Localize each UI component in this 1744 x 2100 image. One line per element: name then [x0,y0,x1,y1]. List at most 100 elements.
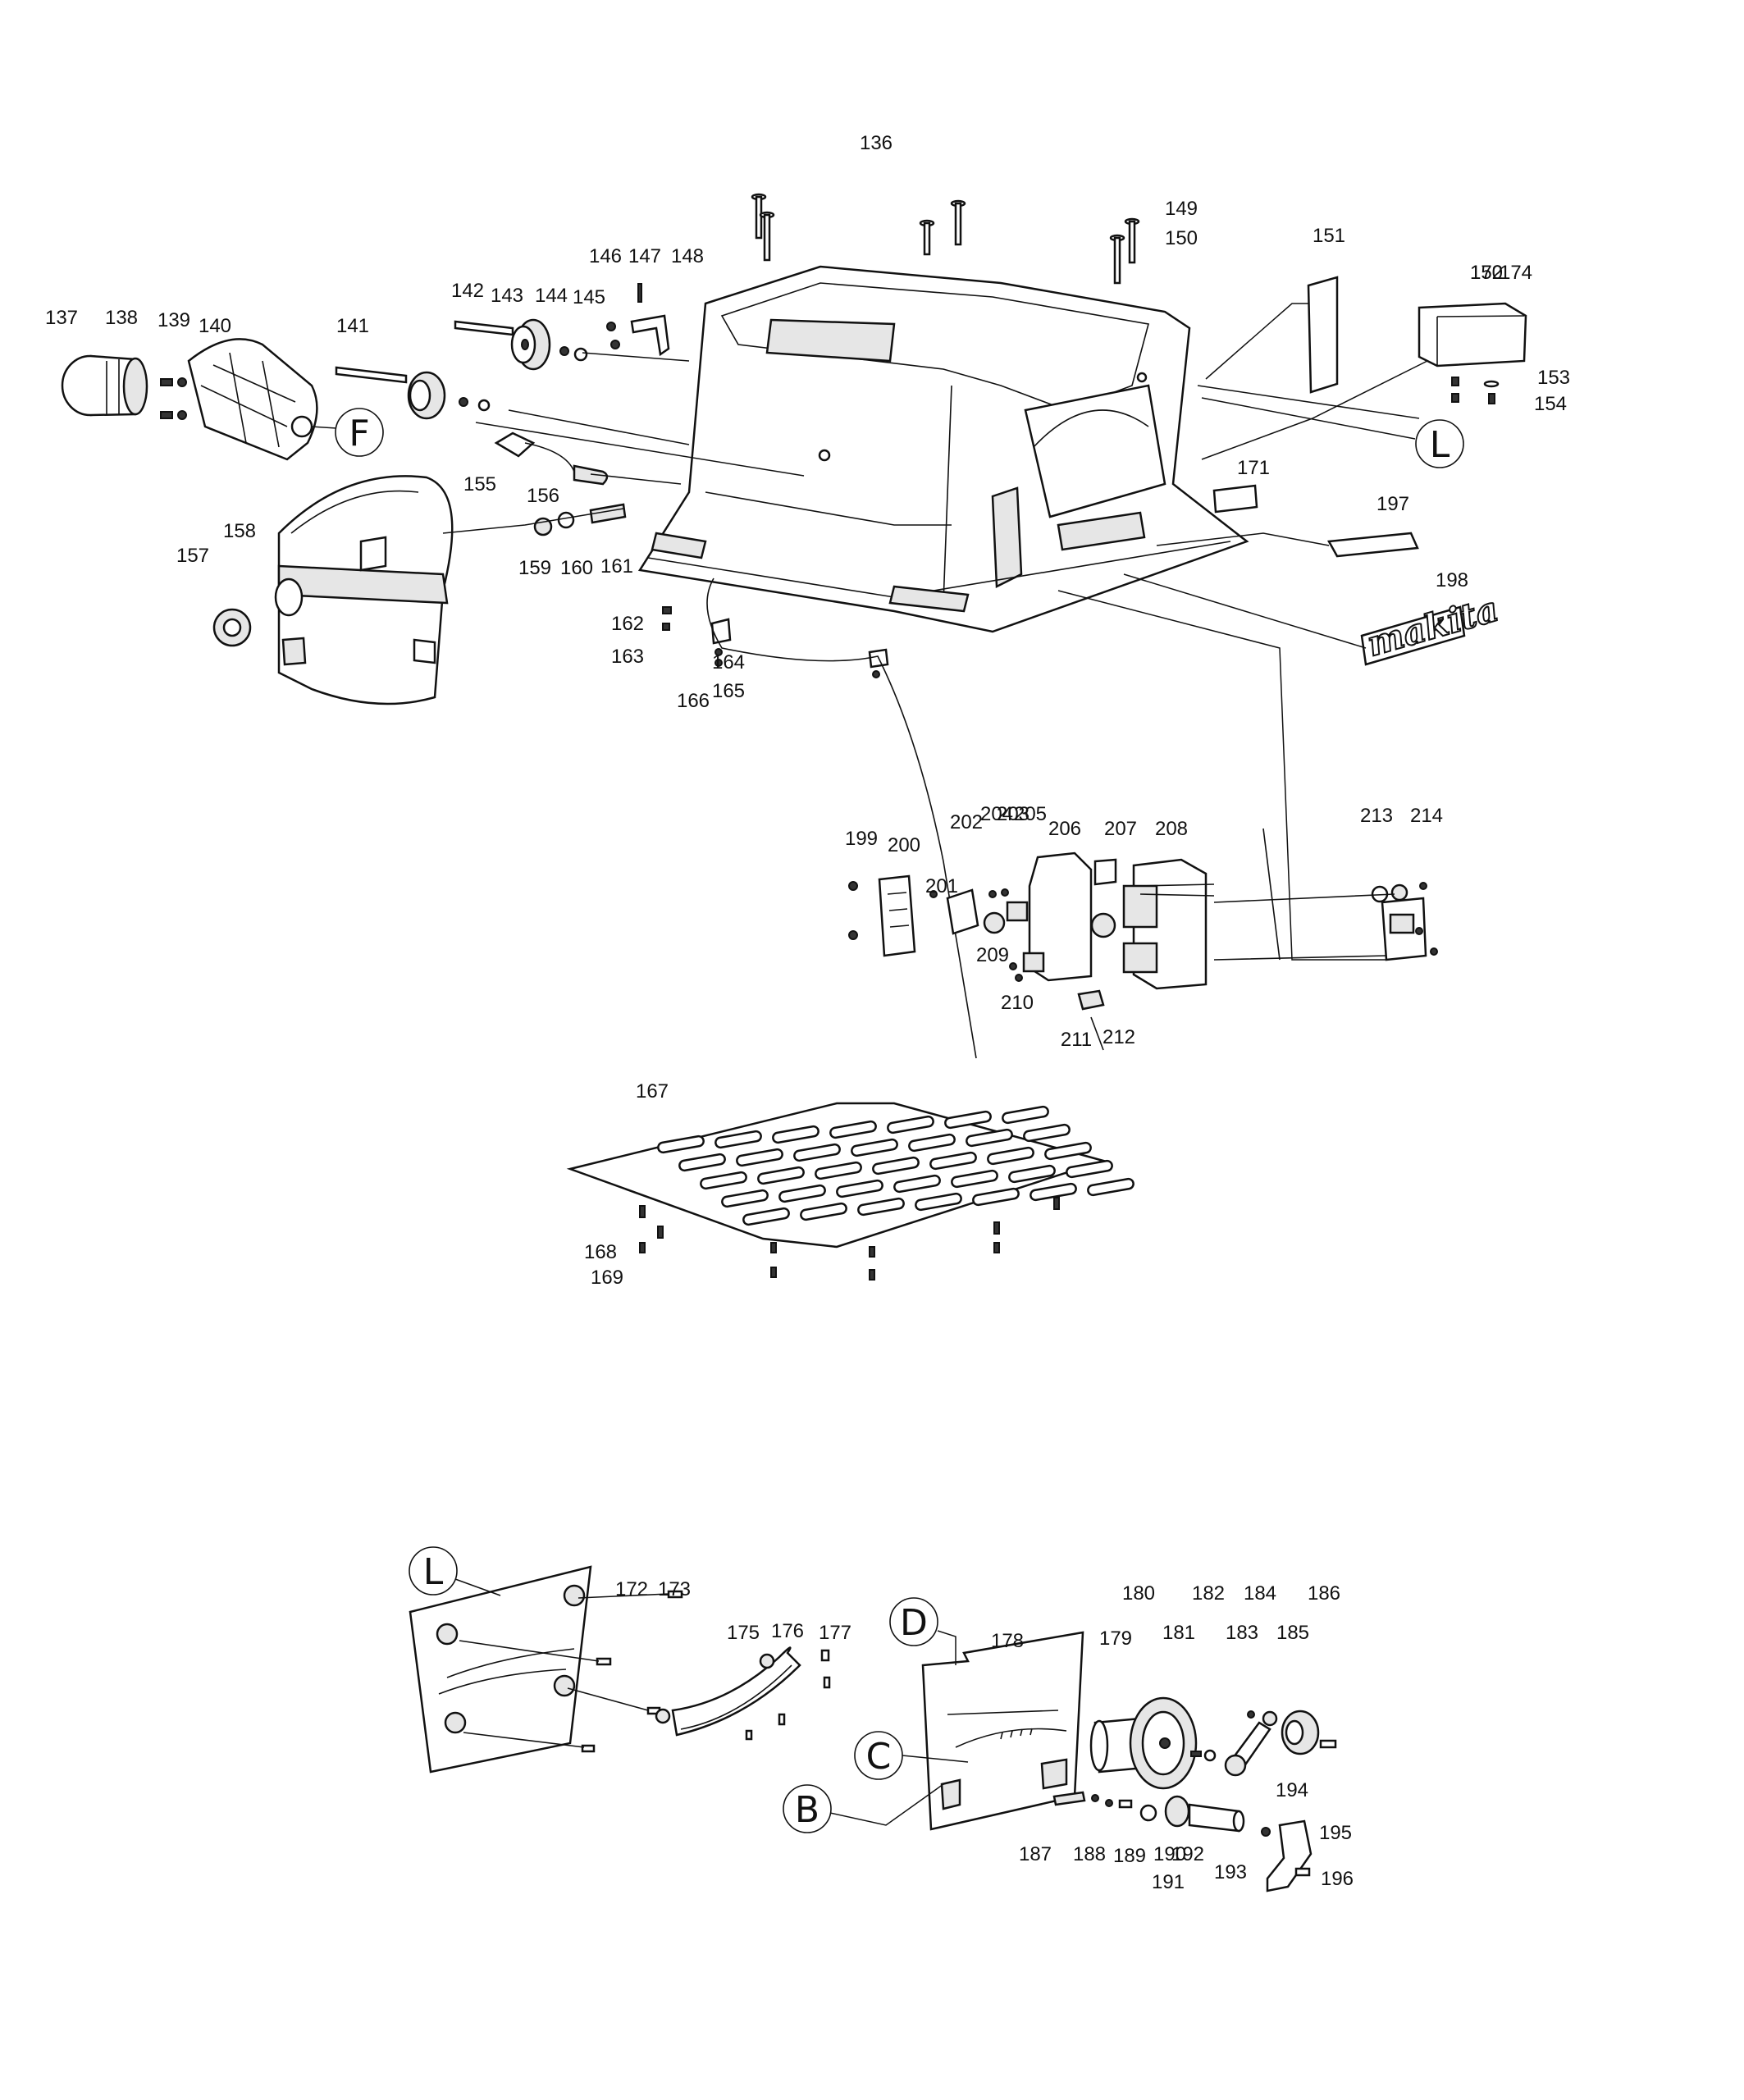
callout-182: 182 [1192,1582,1225,1605]
leader-C [902,1755,969,1763]
callout-185: 185 [1276,1622,1309,1644]
panel-176 [921,1631,1084,1831]
callout-169: 169 [591,1267,623,1289]
callout-146: 146 [589,245,622,267]
callout-160: 160 [560,557,593,579]
base-housing [637,265,1249,633]
callout-199: 199 [845,828,878,850]
callout-150: 150 [1165,227,1198,249]
callout-173: 173 [658,1578,691,1600]
plate-slot [972,1187,1020,1207]
plate-slot [908,1133,956,1153]
callout-143: 143 [491,285,523,307]
callout-154: 154 [1534,393,1567,415]
callout-191: 191 [1152,1871,1185,1893]
plate-slot [966,1128,1013,1148]
callout-145: 145 [573,286,605,308]
callout-149: 149 [1165,198,1198,220]
plate-slot [1066,1159,1113,1179]
ref-letter-F: F [335,408,384,457]
washer-156 [557,511,575,529]
callout-171: 171 [1237,457,1270,479]
blade-cover-154 [274,475,454,705]
makita-logo: makita [1363,588,1503,664]
plate-slot [815,1161,862,1180]
cover-170 [1418,302,1527,404]
plate-slot [1044,1141,1092,1161]
ref-letter-C: C [854,1731,903,1780]
ref-letter-B-text: B [795,1789,819,1831]
callout-189: 189 [1113,1845,1146,1867]
top-pins [751,193,1140,285]
callout-192: 192 [1171,1843,1204,1865]
callout-174: 174 [1500,262,1532,284]
callout-212: 212 [1103,1026,1135,1048]
plate-slot [829,1120,877,1139]
callout-140: 140 [199,315,231,337]
plate-slot [1087,1177,1135,1197]
callout-180: 180 [1122,1582,1155,1605]
pulley-143 [454,318,551,371]
ref-letter-D: D [889,1597,938,1646]
callout-170: 170 [1470,262,1503,284]
callout-151: 151 [1313,225,1345,247]
leader-B [829,1783,944,1826]
plate-slot [800,1202,847,1221]
plate-slot [772,1125,819,1144]
callout-158: 158 [223,520,256,542]
plate-slot [987,1146,1034,1166]
callout-163: 163 [611,646,644,668]
callout-186: 186 [1308,1582,1340,1605]
plate-slot [1008,1164,1056,1184]
bolt-157 [589,503,627,524]
callout-210: 210 [1001,992,1034,1014]
callout-175: 175 [727,1622,760,1644]
screws-138-139 [160,377,187,420]
ref-letter-C-text: C [866,1736,892,1778]
dust-port [61,354,148,417]
ref-letter-L-top: L [1415,419,1464,468]
power-cord [494,431,609,486]
callout-190: 190 [1153,1843,1186,1865]
callout-147: 147 [628,245,661,267]
callout-205: 205 [1014,803,1047,825]
nut-145 [573,347,588,362]
callout-193: 193 [1214,1861,1247,1883]
callout-137: 137 [45,307,78,329]
assembly-leaders [442,303,1428,961]
callout-208: 208 [1155,818,1188,840]
plate-slot [1023,1123,1071,1143]
panel-168 [409,1565,683,1774]
plate-slot [951,1169,998,1189]
bolt-141 [335,366,408,384]
callout-211: 211 [1061,1029,1092,1051]
plate-slot [793,1143,841,1162]
ref-letter-D-text: D [900,1602,928,1644]
plate-slot [887,1115,934,1134]
callout-161: 161 [600,555,633,578]
callout-136: 136 [860,132,893,154]
leader-F [311,426,337,429]
leader-D [937,1630,956,1665]
plate-slot [742,1207,790,1226]
callout-165: 165 [712,680,745,702]
callout-168: 168 [584,1241,617,1263]
clips-158-162 [662,578,977,1059]
knob-153 [212,608,252,647]
plate-slot [915,1192,962,1212]
plate-slot [678,1153,726,1172]
callout-197: 197 [1376,493,1409,515]
callout-209: 209 [976,944,1009,966]
switch-assembly [848,828,1438,1051]
callout-184: 184 [1244,1582,1276,1605]
makita-logo-plate: makita [1360,587,1504,666]
plate-slot [851,1138,898,1157]
plate-slot [714,1130,762,1149]
callout-177: 177 [819,1622,851,1644]
gear-177 [1089,1696,1198,1790]
callout-172: 172 [615,1578,648,1600]
callout-142: 142 [451,280,484,302]
callout-155: 155 [463,473,496,495]
